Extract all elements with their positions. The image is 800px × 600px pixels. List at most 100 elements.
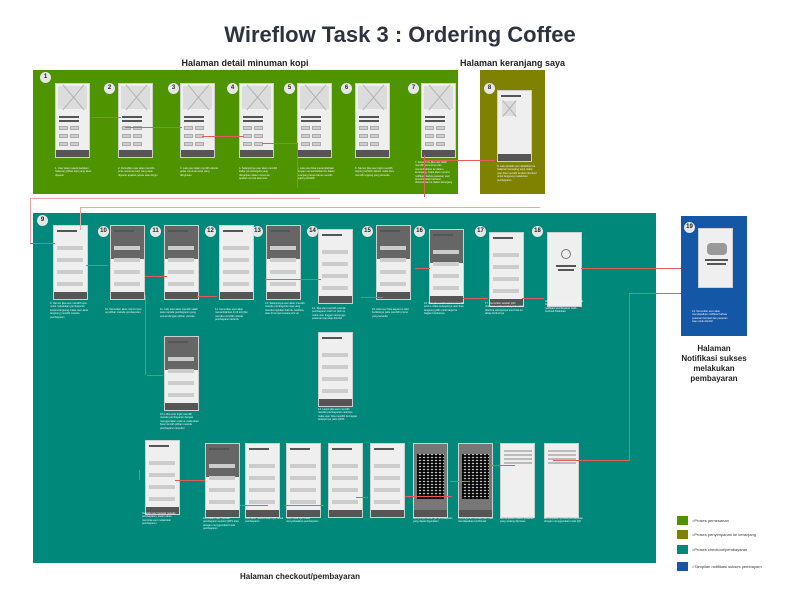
option-row[interactable] [322,377,348,381]
option-row[interactable] [168,393,194,397]
bottom-action-bar[interactable] [319,399,352,406]
bottom-action-bar[interactable] [298,150,331,157]
option-row[interactable] [322,389,348,393]
bottom-action-bar[interactable] [56,150,89,157]
option-row[interactable] [249,488,275,492]
option-chip[interactable] [370,142,379,146]
option-row[interactable] [493,277,519,281]
option-row[interactable] [433,286,459,290]
option-chip[interactable] [359,126,368,130]
option-row[interactable] [374,500,400,504]
option-row[interactable] [223,246,249,250]
option-row[interactable] [493,265,519,269]
option-chip[interactable] [425,126,434,130]
option-row[interactable] [168,258,194,262]
option-row[interactable] [322,274,348,278]
option-row[interactable] [433,250,459,254]
option-chip[interactable] [312,126,321,130]
bottom-action-bar[interactable] [165,292,198,299]
bottom-action-bar[interactable] [181,150,214,157]
option-row[interactable] [114,270,140,274]
option-row[interactable] [332,488,358,492]
option-row[interactable] [380,246,406,250]
option-chip[interactable] [425,142,434,146]
option-chip[interactable] [243,126,252,130]
option-row[interactable] [493,289,519,293]
bottom-action-bar[interactable] [319,296,352,303]
option-row[interactable] [57,270,83,274]
option-row[interactable] [374,488,400,492]
option-row[interactable] [57,258,83,262]
bottom-action-bar[interactable] [246,510,279,517]
option-row[interactable] [332,500,358,504]
bottom-action-bar[interactable] [220,292,253,299]
option-row[interactable] [322,250,348,254]
bottom-action-bar[interactable] [430,296,463,303]
option-row[interactable] [114,258,140,262]
option-row[interactable] [433,262,459,266]
option-chip[interactable] [195,142,204,146]
option-row[interactable] [168,282,194,286]
option-chip[interactable] [133,142,142,146]
option-chip[interactable] [184,134,193,138]
option-row[interactable] [322,365,348,369]
option-chip[interactable] [122,126,131,130]
bottom-action-bar[interactable] [119,150,152,157]
option-row[interactable] [168,381,194,385]
bottom-action-bar[interactable] [146,507,179,514]
option-chip[interactable] [59,142,68,146]
option-row[interactable] [114,246,140,250]
option-row[interactable] [270,246,296,250]
bottom-action-bar[interactable] [111,292,144,299]
option-row[interactable] [168,369,194,373]
bottom-action-bar[interactable] [490,299,523,306]
option-chip[interactable] [122,134,131,138]
bottom-action-bar[interactable] [459,510,492,517]
bottom-action-bar[interactable] [414,510,447,517]
option-row[interactable] [374,464,400,468]
option-chip[interactable] [59,134,68,138]
option-chip[interactable] [370,134,379,138]
option-chip[interactable] [301,126,310,130]
option-chip[interactable] [195,126,204,130]
bottom-action-bar[interactable] [422,150,455,157]
option-chip[interactable] [133,134,142,138]
option-row[interactable] [270,270,296,274]
option-chip[interactable] [301,142,310,146]
option-row[interactable] [290,464,316,468]
option-chip[interactable] [254,126,263,130]
option-chip[interactable] [133,126,142,130]
option-row[interactable] [270,282,296,286]
bottom-action-bar[interactable] [287,510,320,517]
bottom-action-bar[interactable] [329,510,362,517]
option-row[interactable] [374,476,400,480]
option-chip[interactable] [436,126,445,130]
bottom-action-bar[interactable] [206,510,239,517]
option-chip[interactable] [243,134,252,138]
option-row[interactable] [322,286,348,290]
option-row[interactable] [290,488,316,492]
option-row[interactable] [149,461,175,465]
option-row[interactable] [223,258,249,262]
bottom-action-bar[interactable] [356,150,389,157]
option-row[interactable] [149,485,175,489]
option-chip[interactable] [184,126,193,130]
option-row[interactable] [380,270,406,274]
option-chip[interactable] [370,126,379,130]
option-chip[interactable] [359,142,368,146]
option-row[interactable] [322,353,348,357]
option-chip[interactable] [59,126,68,130]
option-chip[interactable] [70,126,79,130]
option-row[interactable] [322,262,348,266]
option-chip[interactable] [70,142,79,146]
option-row[interactable] [223,282,249,286]
bottom-action-bar[interactable] [240,150,273,157]
option-row[interactable] [57,246,83,250]
bottom-action-bar[interactable] [498,154,531,161]
option-row[interactable] [249,500,275,504]
option-row[interactable] [332,464,358,468]
option-chip[interactable] [425,134,434,138]
option-row[interactable] [332,476,358,480]
bottom-action-bar[interactable] [377,292,410,299]
option-row[interactable] [168,246,194,250]
